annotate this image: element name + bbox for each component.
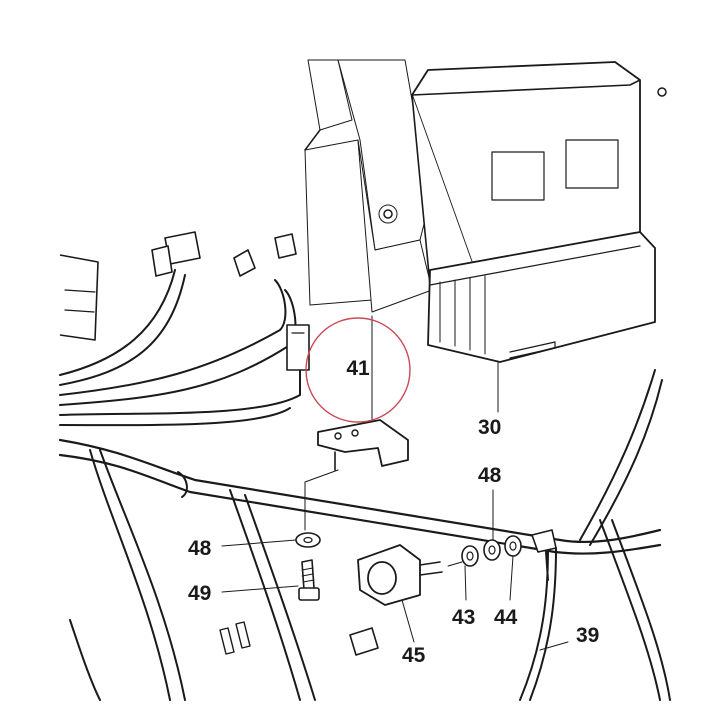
- connector-middle: [233, 233, 297, 277]
- callout-44: 44: [494, 606, 518, 629]
- washer-43: [461, 545, 479, 567]
- connector-plug: [286, 324, 310, 371]
- washer-48-right: [483, 539, 501, 561]
- leader-lines: [221, 315, 569, 651]
- callout-48-left: 48: [188, 537, 212, 560]
- highlight-circle: [305, 317, 411, 423]
- switch-45: [357, 544, 443, 606]
- washer-48-left: [295, 532, 321, 548]
- frame-bracket: [304, 59, 433, 313]
- callout-45: 45: [402, 644, 426, 667]
- callout-39: 39: [576, 624, 599, 647]
- screw-49: [298, 559, 320, 601]
- ground-terminal-39: [531, 529, 557, 581]
- connector-lower: [219, 621, 379, 656]
- callout-49: 49: [188, 582, 211, 605]
- connector-left: [151, 231, 201, 277]
- callout-30: 30: [478, 416, 501, 439]
- callout-48-right: 48: [478, 464, 502, 487]
- connector-block-left: [59, 254, 99, 341]
- callout-41: 41: [346, 357, 370, 380]
- washer-44: [504, 535, 522, 557]
- wiring-harness: [58, 269, 671, 701]
- control-unit-box: [411, 61, 667, 363]
- callout-43: 43: [452, 606, 475, 629]
- mounting-bracket-41: [317, 419, 409, 471]
